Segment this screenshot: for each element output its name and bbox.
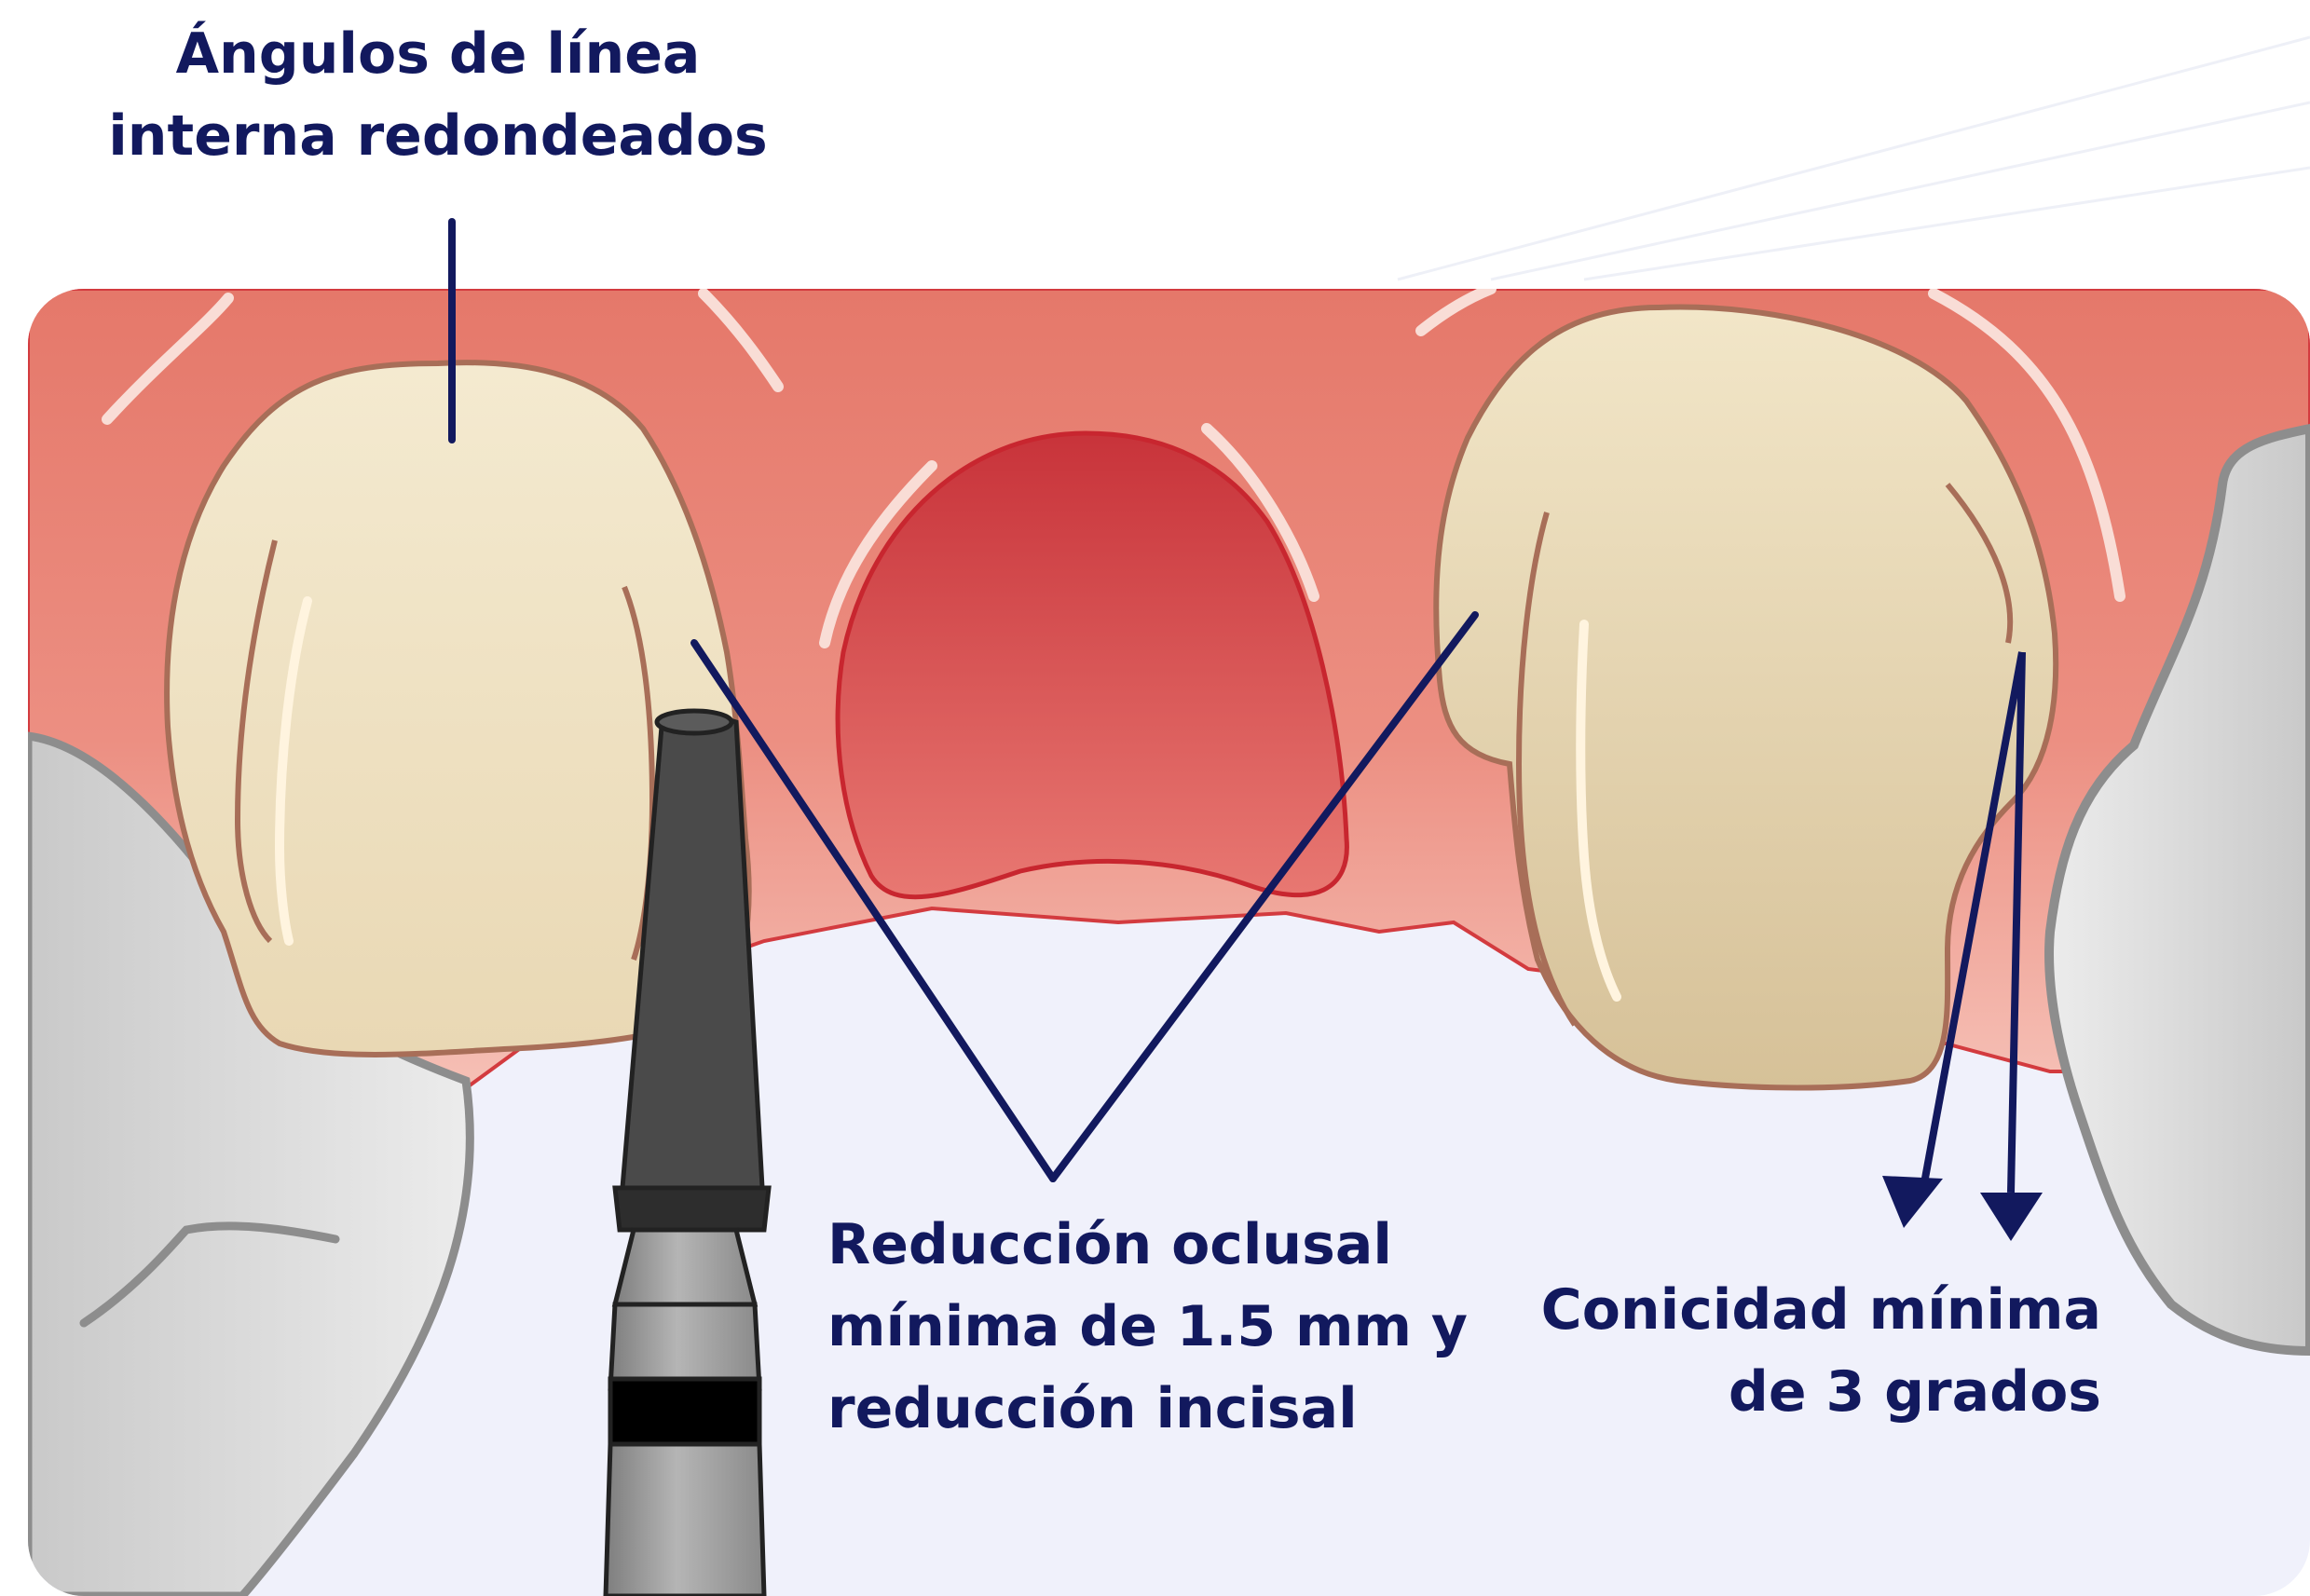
label-taper-line2: de 3 grados [1472, 1351, 2101, 1433]
label-reduction-line3: reducción incisal [827, 1368, 1573, 1450]
label-rounded-internal-line-angles: Ángulos de línea interna redondeados [103, 13, 773, 177]
label-rounded-angles-line2: interna redondeados [103, 95, 773, 177]
label-rounded-angles-line1: Ángulos de línea [103, 13, 773, 95]
label-taper-line1: Conicidad mínima [1472, 1269, 2101, 1351]
label-reduction-line1: Reducción oclusal [827, 1204, 1573, 1286]
background-lines [1398, 37, 2310, 280]
label-occlusal-incisal-reduction: Reducción oclusal mínima de 1.5 mm y red… [827, 1204, 1573, 1450]
label-minimum-taper: Conicidad mínima de 3 grados [1472, 1269, 2101, 1433]
label-reduction-line2: mínima de 1.5 mm y [827, 1286, 1573, 1368]
